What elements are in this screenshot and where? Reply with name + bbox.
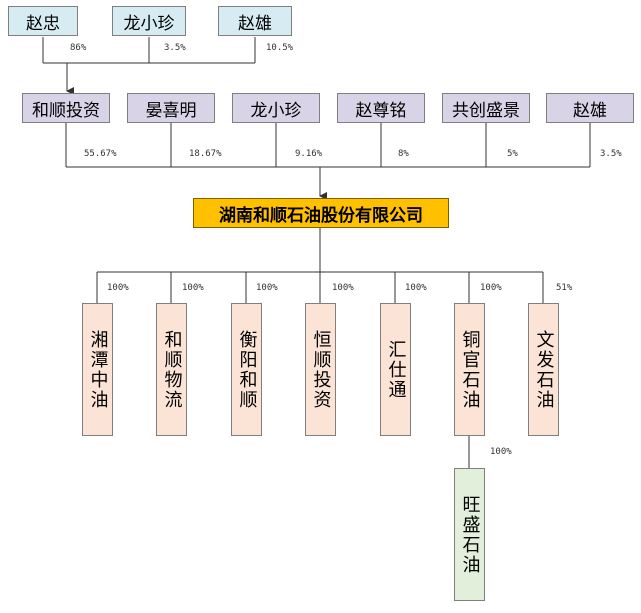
subsidiary-label: 衡阳和顺 bbox=[236, 329, 258, 410]
top-owner-pct: 3.5% bbox=[164, 43, 186, 53]
subsidiary-box: 衡阳和顺 bbox=[231, 303, 262, 436]
subsidiary-label: 文发石油 bbox=[533, 329, 555, 410]
subsidiary-pct: 100% bbox=[332, 283, 354, 293]
top-owner-pct: 10.5% bbox=[266, 43, 294, 53]
top-owner-box: 赵忠 bbox=[8, 6, 78, 36]
subsidiary-label: 汇仕通 bbox=[385, 339, 407, 400]
shareholder-pct: 3.5% bbox=[600, 149, 622, 159]
subsidiary-pct: 100% bbox=[405, 283, 427, 293]
shareholder-box: 赵尊铭 bbox=[337, 93, 425, 123]
sub-subsidiary-label: 旺盛石油 bbox=[459, 494, 481, 575]
shareholder-label: 赵尊铭 bbox=[355, 100, 407, 121]
subsidiary-pct: 100% bbox=[107, 283, 129, 293]
shareholder-box: 赵雄 bbox=[546, 93, 634, 123]
subsidiary-pct: 100% bbox=[182, 283, 204, 293]
sub-subsidiary-pct: 100% bbox=[490, 447, 512, 457]
shareholder-label: 共创盛景 bbox=[452, 100, 520, 121]
subsidiary-pct: 100% bbox=[480, 283, 502, 293]
subsidiary-box: 湘潭中油 bbox=[82, 303, 113, 436]
shareholder-pct: 9.16% bbox=[295, 149, 323, 159]
subsidiary-box: 汇仕通 bbox=[380, 303, 411, 436]
shareholder-label: 和顺投资 bbox=[32, 100, 100, 121]
subsidiary-label: 恒顺投资 bbox=[310, 329, 332, 410]
shareholder-pct: 18.67% bbox=[189, 149, 222, 159]
top-owner-label: 龙小珍 bbox=[123, 13, 175, 34]
shareholder-box: 共创盛景 bbox=[442, 93, 530, 123]
subsidiary-box: 和顺物流 bbox=[156, 303, 187, 436]
subsidiary-pct: 100% bbox=[256, 283, 278, 293]
shareholder-label: 龙小珍 bbox=[250, 100, 302, 121]
subsidiary-box: 铜官石油 bbox=[454, 303, 485, 436]
shareholder-label: 晏喜明 bbox=[145, 100, 197, 121]
shareholder-pct: 55.67% bbox=[84, 149, 117, 159]
subsidiary-label: 和顺物流 bbox=[161, 329, 183, 410]
top-owner-box: 龙小珍 bbox=[112, 6, 186, 36]
subsidiary-label: 湘潭中油 bbox=[87, 329, 109, 410]
subsidiary-label: 铜官石油 bbox=[459, 329, 481, 410]
top-owner-pct: 86% bbox=[70, 43, 87, 53]
top-owner-label: 赵雄 bbox=[238, 13, 272, 34]
company-box: 湖南和顺石油股份有限公司 bbox=[193, 198, 449, 228]
top-owner-label: 赵忠 bbox=[26, 13, 60, 34]
shareholder-box: 和顺投资 bbox=[22, 93, 110, 123]
subsidiary-pct: 51% bbox=[556, 283, 573, 293]
sub-subsidiary-box: 旺盛石油 bbox=[454, 468, 485, 601]
shareholder-box: 晏喜明 bbox=[127, 93, 215, 123]
shareholder-pct: 8% bbox=[398, 149, 409, 159]
shareholder-box: 龙小珍 bbox=[232, 93, 320, 123]
subsidiary-box: 恒顺投资 bbox=[305, 303, 336, 436]
shareholder-label: 赵雄 bbox=[573, 100, 607, 121]
subsidiary-box: 文发石油 bbox=[528, 303, 559, 436]
company-name: 湖南和顺石油股份有限公司 bbox=[219, 205, 423, 226]
top-owner-box: 赵雄 bbox=[218, 6, 292, 36]
shareholder-pct: 5% bbox=[507, 149, 518, 159]
